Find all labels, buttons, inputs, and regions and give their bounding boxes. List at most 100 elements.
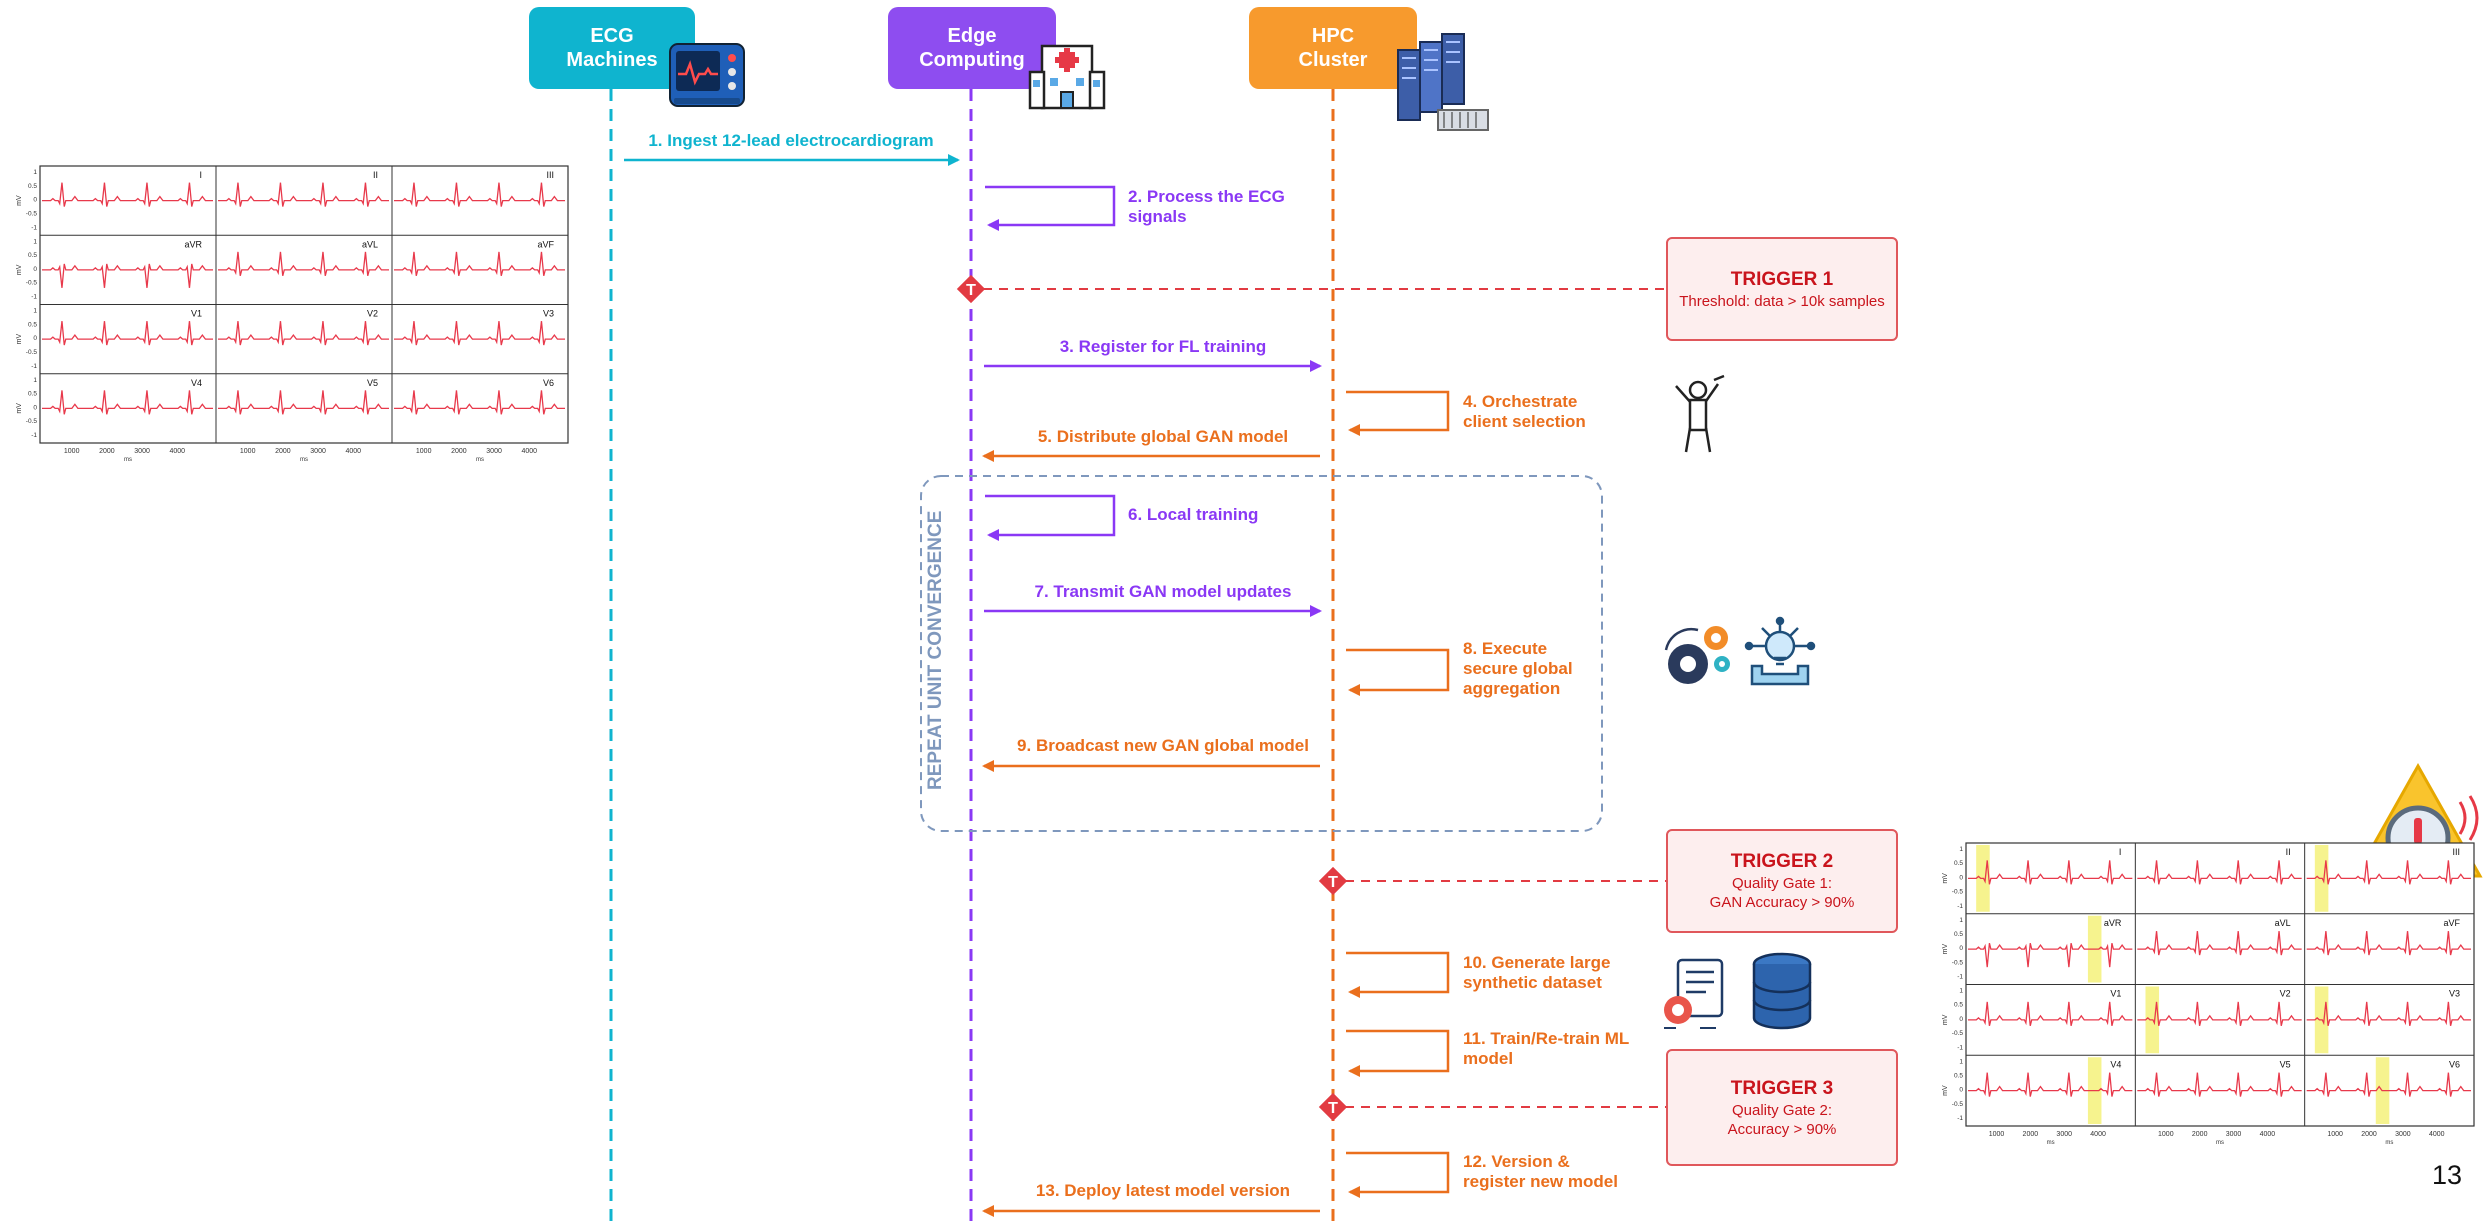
ecg-lead-label: aVL: [362, 239, 378, 249]
label-step-4-line-1: 4. Orchestrate: [1463, 392, 1577, 411]
ecg-ytick: -0.5: [26, 349, 38, 356]
ecg-xtick: 2000: [2361, 1131, 2377, 1138]
label-step-8-line-3: aggregation: [1463, 679, 1560, 698]
arrow-step-11: [1346, 1029, 1450, 1077]
ecg-ytick: -0.5: [1952, 889, 1964, 896]
label-step-1: 1. Ingest 12-lead electrocardiogram: [648, 131, 933, 150]
ecg-lead-label: III: [2452, 847, 2460, 857]
ecg-lead-label: V1: [191, 309, 202, 319]
ecg-lead-label: aVR: [184, 239, 202, 249]
ecg-xlabel: ms: [2047, 1140, 2055, 1146]
ecg-ytick: 0.5: [1954, 1002, 1963, 1009]
ecg-trace: [218, 390, 389, 415]
ecg-ytick: -1: [31, 224, 37, 231]
arrow-step-4: [1346, 390, 1450, 436]
ecg-xtick: 1000: [2327, 1131, 2343, 1138]
ecg-xlabel: ms: [124, 457, 132, 463]
ecg-ytick: 1: [33, 308, 37, 315]
label-step-6: 6. Local training: [1128, 505, 1258, 524]
label-step-13: 13. Deploy latest model version: [1036, 1181, 1290, 1200]
label-step-4: 4. Orchestrate client selection: [1463, 392, 1586, 431]
ecg-ytick: 0: [1959, 1016, 1963, 1023]
ecg-ytick: 1: [1959, 846, 1963, 853]
ecg-lead-label: V6: [543, 378, 554, 388]
ecg-ylabel: mV: [1942, 944, 1949, 955]
ecg-xtick: 2000: [275, 448, 291, 455]
label-step-7: 7. Transmit GAN model updates: [1035, 582, 1292, 601]
ecg-trace: [218, 251, 389, 277]
trigger-1-title: TRIGGER 1: [1730, 268, 1834, 290]
ecg-ytick: 0.5: [28, 252, 37, 259]
arrow-step-8: [1346, 648, 1450, 696]
ecg-ytick: 0.5: [1954, 931, 1963, 938]
actor-ecg-title-1: ECG: [590, 25, 634, 47]
label-step-4-line-2: client selection: [1463, 412, 1586, 431]
actor-ecg-title-2: Machines: [566, 49, 658, 71]
ecg-ytick: -0.5: [1952, 1030, 1964, 1037]
ecg-ytick: 0: [33, 335, 37, 342]
ecg-ytick: 0: [1959, 1087, 1963, 1094]
document-gear-icon: [1664, 958, 1724, 1029]
label-step-12: 12. Version & register new model: [1463, 1152, 1618, 1191]
loop-frame: [920, 475, 1603, 832]
loop-label: REPEAT UNIT CONVERGENCE: [925, 511, 946, 790]
trigger-3-marker: T: [1318, 1092, 1348, 1122]
arrow-step-6: [985, 494, 1116, 541]
ecg-lead-label: V1: [2110, 989, 2121, 999]
trigger-2-title: TRIGGER 2: [1730, 851, 1834, 872]
ecg-lead-label: I: [2119, 847, 2122, 857]
ecg-ytick: 1: [1959, 988, 1963, 995]
trigger-2-text-1: Quality Gate 1:: [1731, 875, 1833, 892]
ecg-trace: [2137, 860, 2302, 885]
ecg-ytick: -1: [31, 294, 37, 301]
label-step-10: 10. Generate large synthetic dataset: [1463, 953, 1615, 992]
arrow-step-2: [985, 185, 1116, 231]
database-icon: [1752, 952, 1812, 1030]
trigger-3-box: TRIGGER 3 Quality Gate 2: Accuracy > 90%: [1666, 1049, 1898, 1166]
label-step-2: 2. Process the ECG signals: [1128, 187, 1290, 226]
trigger-1-text: Threshold: data > 10k samples: [1679, 292, 1885, 310]
ecg-ytick: 1: [1959, 917, 1963, 924]
ecg-ytick: -1: [1957, 1115, 1963, 1122]
gears-icon: [1664, 626, 1730, 684]
ecg-trace: [2137, 1001, 2302, 1027]
label-step-8: 8. Execute secure global aggregation: [1463, 639, 1577, 698]
label-step-9: 9. Broadcast new GAN global model: [1017, 736, 1309, 755]
ecg-trace: [1968, 942, 2133, 968]
ecg-xtick: 3000: [134, 448, 150, 455]
actor-ecg-machines: ECG Machines: [529, 7, 695, 89]
server-rack-icon: [1397, 33, 1489, 131]
ecg-lead-label: aVR: [2104, 918, 2122, 928]
ecg-xtick: 1000: [64, 448, 80, 455]
ecg-ylabel: mV: [1942, 873, 1949, 884]
ecg-xtick: 3000: [310, 448, 326, 455]
label-step-12-line-2: register new model: [1463, 1172, 1618, 1191]
actor-edge-computing: Edge Computing: [888, 7, 1056, 89]
ecg-ytick: 0.5: [1954, 860, 1963, 867]
actor-hpc-cluster: HPC Cluster: [1249, 7, 1417, 89]
ecg-xtick: 1000: [1989, 1131, 2005, 1138]
ecg-ytick: 0.5: [28, 183, 37, 190]
trigger-3-marker-letter: T: [1328, 1100, 1338, 1117]
ecg-ytick: 1: [1959, 1058, 1963, 1065]
label-step-5: 5. Distribute global GAN model: [1038, 427, 1288, 446]
ecg-trace: [1968, 1072, 2133, 1097]
actor-edge-title-1: Edge: [947, 25, 997, 47]
ecg-trace: [2137, 931, 2302, 956]
hospital-icon: [1028, 44, 1106, 110]
ecg-lead-label: I: [199, 170, 202, 180]
ai-brain-icon: [1744, 616, 1816, 686]
trigger-1-marker-letter: T: [966, 282, 976, 299]
ecg-ylabel: mV: [16, 195, 23, 206]
ecg-trace: [394, 251, 565, 277]
ecg-xlabel: ms: [300, 457, 308, 463]
ecg-lead-label: V4: [191, 378, 202, 388]
ecg-ytick: 0: [33, 404, 37, 411]
ecg-xlabel: ms: [476, 457, 484, 463]
ecg-xtick: 4000: [169, 448, 185, 455]
arrow-step-10: [1346, 951, 1450, 998]
ecg-lead-label: V6: [2449, 1059, 2460, 1069]
ecg-ytick: 1: [33, 377, 37, 384]
